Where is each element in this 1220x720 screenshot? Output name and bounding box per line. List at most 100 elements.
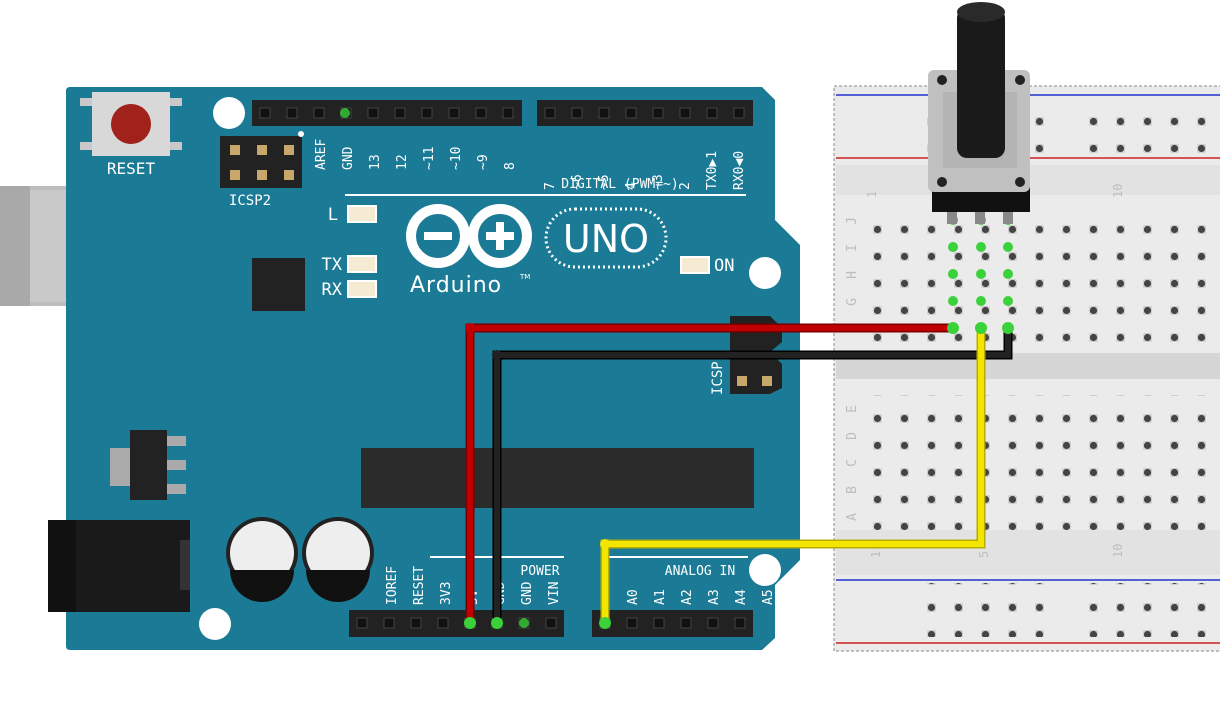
- header-pin[interactable]: [653, 617, 665, 629]
- uno-label: UNO: [563, 217, 649, 261]
- digital-pin-label: GND: [341, 146, 356, 170]
- reset-button[interactable]: [80, 92, 182, 156]
- digital-pin-label: 13: [368, 154, 383, 170]
- header-pin[interactable]: [571, 107, 583, 119]
- connected-hole: [948, 242, 958, 252]
- arduino-brand: Arduino: [410, 273, 502, 298]
- led-on: [680, 256, 710, 274]
- icsp2-label: ICSP2: [229, 193, 271, 209]
- digital-header-right: [537, 100, 753, 126]
- terminal-holes-bottom: [861, 395, 1220, 530]
- mounting-hole: [199, 608, 231, 640]
- header-pin[interactable]: [286, 107, 298, 119]
- pin-gnd-connected: [491, 617, 503, 629]
- analog-pin-label: A1: [653, 589, 668, 605]
- power-pin-label: 3V3: [439, 582, 454, 605]
- digital-pin-label: 8: [503, 162, 518, 170]
- connected-hole: [1003, 269, 1013, 279]
- digital-pin-label: 2: [678, 182, 693, 190]
- connected-hole: [976, 242, 986, 252]
- digital-label: DIGITAL (PWM=~): [561, 177, 678, 192]
- col-number-10-bottom: 10: [1111, 544, 1125, 558]
- digital-pin-label: TX0▶1: [705, 151, 720, 190]
- row-letter: H: [845, 271, 860, 279]
- header-pin[interactable]: [448, 107, 460, 119]
- col-number-1-bottom: 1: [869, 551, 883, 558]
- header-pin[interactable]: [367, 107, 379, 119]
- trademark: TM: [519, 273, 530, 281]
- led-on-label: ON: [714, 256, 734, 276]
- analog-pin-label: A4: [734, 589, 749, 605]
- wires: [340, 108, 1014, 629]
- connected-hole: [1003, 242, 1013, 252]
- header-pin[interactable]: [394, 107, 406, 119]
- power-pin-label: VIN: [547, 582, 562, 605]
- connected-hole: [948, 296, 958, 306]
- header-pin[interactable]: [679, 107, 691, 119]
- row-letter: A: [845, 513, 860, 521]
- row-letter: C: [845, 459, 860, 467]
- analog-pin-label: A0: [626, 589, 641, 605]
- digital-pin-label: RX0◀0: [732, 151, 747, 190]
- capacitor: [226, 517, 298, 602]
- header-pin[interactable]: [410, 617, 422, 629]
- uno-badge: [544, 207, 668, 269]
- header-pin[interactable]: [680, 617, 692, 629]
- col-number-1-top: 1: [865, 191, 879, 198]
- analog-pin-label: A3: [707, 589, 722, 605]
- analog-header: [592, 610, 753, 637]
- icsp2-header: [220, 131, 304, 188]
- header-pin[interactable]: [733, 107, 745, 119]
- mounting-hole: [213, 97, 245, 129]
- header-pin[interactable]: [625, 107, 637, 119]
- header-pin[interactable]: [502, 107, 514, 119]
- potentiometer-knob-icon[interactable]: [957, 2, 1005, 158]
- usb-controller-chip: [252, 258, 305, 311]
- digital-pin-label: AREF: [314, 139, 329, 170]
- voltage-regulator: [110, 430, 186, 500]
- header-pin[interactable]: [545, 617, 557, 629]
- power-header: [349, 610, 564, 637]
- connected-hole: [976, 269, 986, 279]
- header-pin[interactable]: [734, 617, 746, 629]
- row-letter: B: [845, 486, 860, 494]
- led-tx-label: TX: [322, 255, 343, 275]
- digital-pin-label: ~3: [651, 174, 666, 190]
- digital-pin-label: ~11: [422, 147, 437, 170]
- header-pin[interactable]: [626, 617, 638, 629]
- potentiometer[interactable]: [928, 2, 1030, 224]
- power-pin-label: IOREF: [385, 566, 400, 605]
- digital-pin-label: 12: [395, 154, 410, 170]
- bottom-rail-holes: [915, 583, 1212, 637]
- header-pin[interactable]: [259, 107, 271, 119]
- board-pcb: [66, 87, 800, 650]
- terminal-holes-top: [861, 207, 1220, 342]
- header-pin[interactable]: [706, 107, 718, 119]
- led-tx: [347, 255, 377, 273]
- connected-hole: [976, 296, 986, 306]
- header-pin[interactable]: [707, 617, 719, 629]
- header-pin[interactable]: [544, 107, 556, 119]
- analog-label: ANALOG IN: [665, 564, 735, 579]
- digital-pin-label: ~6: [570, 174, 585, 190]
- header-pin[interactable]: [313, 107, 325, 119]
- header-pin[interactable]: [421, 107, 433, 119]
- header-pin[interactable]: [383, 617, 395, 629]
- header-pin[interactable]: [475, 107, 487, 119]
- row-letter: J: [845, 217, 860, 225]
- power-pin-label: RESET: [412, 566, 427, 605]
- digital-pin-label: 7: [543, 182, 558, 190]
- led-l-label: L: [328, 205, 338, 225]
- col-number-5-bottom: 5: [977, 551, 991, 558]
- header-pin[interactable]: [356, 617, 368, 629]
- header-pin[interactable]: [598, 107, 610, 119]
- header-pin[interactable]: [652, 107, 664, 119]
- connected-hole: [948, 269, 958, 279]
- icsp-label: ICSP: [710, 361, 726, 395]
- header-pin[interactable]: [437, 617, 449, 629]
- led-l: [347, 205, 377, 223]
- row-letter: G: [845, 298, 860, 306]
